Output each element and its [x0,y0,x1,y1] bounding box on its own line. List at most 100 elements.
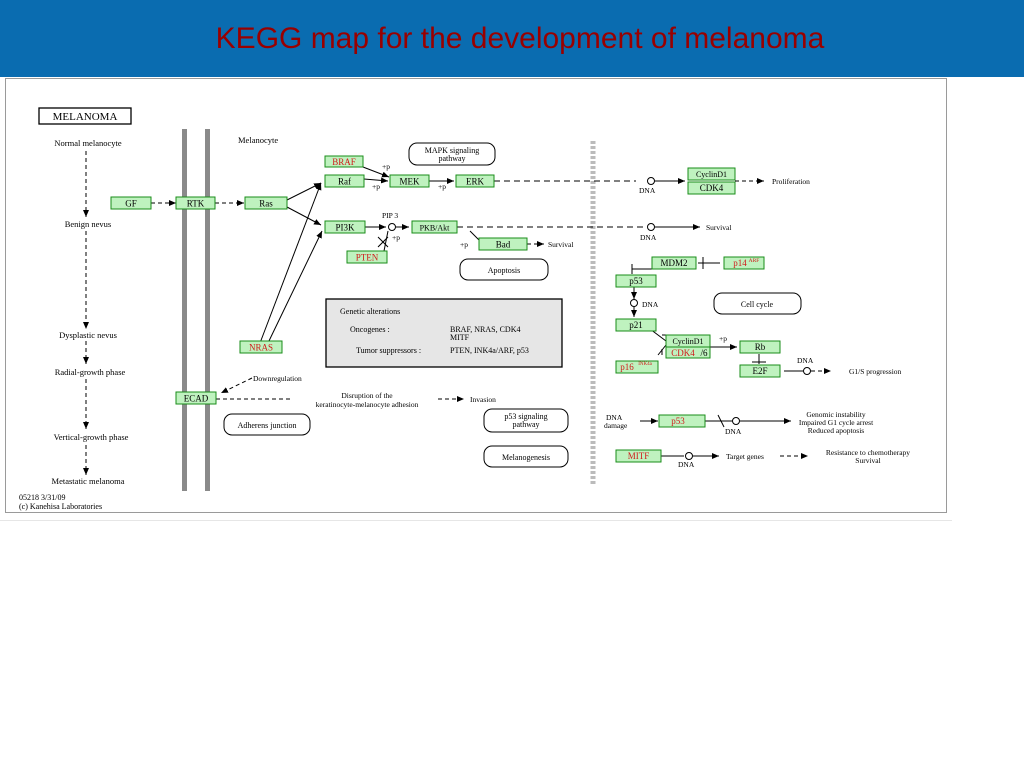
melanocyte-label: Melanocyte [238,135,278,145]
stage-metastatic: Metastatic melanoma [52,476,125,486]
gene-e2f-box[interactable] [739,364,781,378]
gene-erk-label: ERK [466,177,485,187]
footer-date: 05218 3/31/09 [19,493,65,502]
label-plus-p: +p [719,334,727,343]
pathway-canvas: MELANOMA Normal melanocyte Benign nevus … [19,107,910,511]
membrane-bar-right [205,129,210,491]
gene-p16-box[interactable] [615,360,659,374]
gene-mdm2-box[interactable] [651,256,697,270]
gene-cdk4-top-label: CDK4 [700,183,724,193]
pathway-cell-cycle-label: Cell cycle [741,300,774,309]
label-dna-damage-line2: damage [604,421,628,430]
gene-cyclind1-mid-label: CyclinD1 [672,337,703,346]
gene-pkb-akt-box[interactable] [411,220,458,234]
gene-p14-label: p14 [733,258,747,268]
gene-bad-label: Bad [496,240,511,250]
pathway-mapk-line1: MAPK signaling [425,146,479,155]
gene-rb-label: Rb [755,342,766,352]
gene-cdk4-mid-label: CDK4 [671,348,695,358]
label-invasion: Invasion [470,395,496,404]
gene-p14-box[interactable] [723,256,765,270]
label-resistance-survival: Survival [855,456,880,465]
gene-ecad-box[interactable] [175,391,217,405]
gene-braf-label: BRAF [332,157,356,167]
pathway-apoptosis-label: Apoptosis [488,266,520,275]
gene-gf-box[interactable] [110,196,152,210]
footer-copyright: (c) Kanehisa Laboratories [19,502,102,511]
gene-p16-label: p16 [620,362,634,372]
label-g1s-progression: G1/S progression [849,367,902,376]
gene-cdk4-mid-box[interactable] [665,346,711,359]
gene-e2f-label: E2F [752,366,767,376]
tumor-suppressors-label: Tumor suppressors : [356,346,421,355]
gene-ras-box[interactable] [244,196,288,210]
label-downregulation: Downregulation [253,374,302,383]
gene-rb-box[interactable] [739,340,781,354]
melanoma-header-box [38,107,132,125]
label-target-genes: Target genes [726,452,764,461]
label-dna-damage-line1: DNA [606,413,623,422]
gene-pten-label: PTEN [356,253,379,263]
label-dna: DNA [725,427,742,436]
label-dna: DNA [640,233,657,242]
stage-dysplastic-nevus: Dysplastic nevus [59,330,117,340]
gene-p53-box[interactable] [615,274,657,288]
label-reduced-apoptosis: Reduced apoptosis [808,426,865,435]
membrane-bar-left [182,129,187,491]
stage-benign-nevus: Benign nevus [65,219,112,229]
label-plus-p: +p [372,182,380,191]
gene-raf-box[interactable] [324,174,365,188]
slide-divider [0,520,952,521]
gene-mitf-box[interactable] [615,449,662,463]
label-disruption-line1: Disruption of the [341,391,393,400]
gene-pten-box[interactable] [346,250,388,264]
slide-header [0,0,1024,77]
gene-rtk-box[interactable] [175,196,216,210]
label-resistance-chemotherapy: Resistance to chemotherapy [826,448,910,457]
pathway-p53-pill[interactable] [483,408,569,433]
pathway-melanogenesis-label: Melanogenesis [502,453,550,462]
gene-pi3k-label: PI3K [335,223,355,233]
label-pip3: PIP 3 [382,211,398,220]
genetic-alterations-heading: Genetic alterations [340,307,400,316]
pathway-mapk-line2: pathway [438,154,465,163]
label-plus-p: +p [382,162,390,171]
gene-cdk6-suffix: /6 [700,348,708,358]
pathway-apoptosis-pill[interactable] [459,258,549,281]
label-plus-p: +p [460,240,468,249]
kegg-diagram: MELANOMA Normal melanocyte Benign nevus … [5,78,947,513]
gene-p53-dna-box[interactable] [658,414,706,428]
gene-ecad-label: ECAD [184,394,209,404]
gene-erk-box[interactable] [455,174,495,188]
gene-nras-label: NRAS [249,343,273,353]
gene-gf-label: GF [125,199,137,209]
pathway-melanogenesis-pill[interactable] [483,445,569,468]
tumor-suppressors-value: PTEN, INK4a/ARF, p53 [450,346,529,355]
label-survival: Survival [548,240,573,249]
label-dna: DNA [639,186,656,195]
label-impaired-g1: Impaired G1 cycle arrest [799,418,874,427]
pathway-adherens-pill[interactable] [223,413,311,436]
gene-rtk-label: RTK [187,199,205,209]
label-disruption-line2: keratinocyte-melanocyte adhesion [316,400,419,409]
gene-mek-label: MEK [400,177,421,187]
gene-p21-label: p21 [629,320,643,330]
gene-braf-box[interactable] [324,155,364,168]
gene-ras-label: Ras [259,199,273,209]
gene-p53-dna-label: p53 [671,416,685,426]
gene-p53-label: p53 [629,276,643,286]
gene-cyclind1-top-box[interactable] [687,167,736,181]
pathway-mapk-pill[interactable] [408,142,496,166]
gene-p21-box[interactable] [615,318,657,332]
oncogenes-label: Oncogenes : [350,325,390,334]
gene-bad-box[interactable] [478,237,528,251]
pathway-cell-cycle-pill[interactable] [713,292,802,315]
stage-vertical-growth: Vertical-growth phase [54,432,129,442]
oncogenes-value-mitf: MITF [450,333,470,342]
label-genomic-instability: Genomic instability [806,410,866,419]
gene-mek-box[interactable] [389,174,430,188]
gene-nras-box[interactable] [239,340,283,354]
gene-cdk4-top-box[interactable] [687,181,736,195]
pathway-p53-line1: p53 signaling [504,412,547,421]
gene-pi3k-box[interactable] [324,220,366,234]
